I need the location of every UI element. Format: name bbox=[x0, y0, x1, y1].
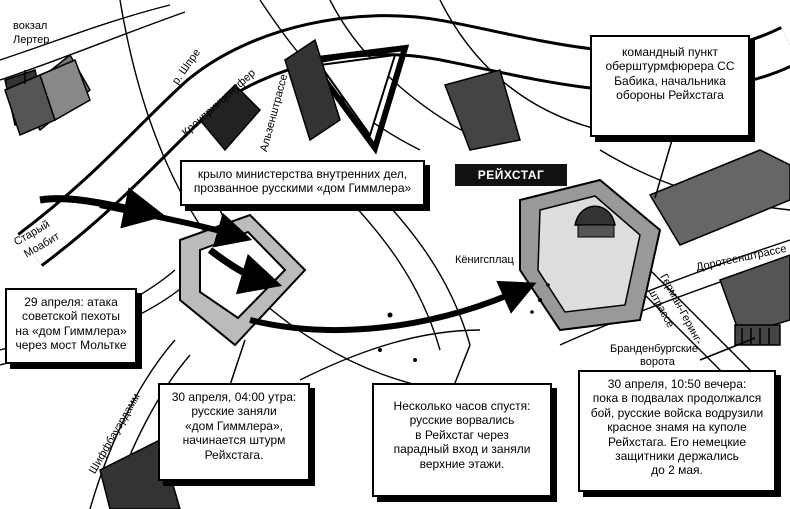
callout-line: обороны Рейхстага bbox=[616, 88, 724, 103]
callout-april-29: 29 апреля: атака советской пехоты на «до… bbox=[5, 288, 137, 364]
callout-line: командный пункт bbox=[622, 45, 718, 59]
callout-line: прозванное русскими «дом Гиммлера» bbox=[193, 181, 412, 196]
callout-line: русские ворвались bbox=[409, 413, 515, 428]
label-konigsplatz: Кёнигсплац bbox=[455, 254, 514, 266]
callout-line: через мост Мольтке bbox=[15, 338, 127, 353]
lehrter-station bbox=[4, 59, 91, 137]
callout-line: в Рейхстаг через bbox=[415, 427, 509, 442]
brandenburg-gate bbox=[734, 324, 781, 346]
callout-line: красное знамя на куполе bbox=[607, 420, 747, 435]
callout-line: русские заняли bbox=[191, 404, 277, 419]
callout-april-30-evening: 30 апреля, 10:50 вечера: пока в подвалах… bbox=[578, 370, 776, 492]
callout-line: до 2 мая. bbox=[651, 463, 703, 478]
callout-line: 30 апреля, 04:00 утра: bbox=[171, 390, 297, 404]
callout-line: начинается штурм bbox=[182, 433, 286, 448]
label-vokzal-1: вокзал bbox=[13, 20, 48, 32]
callout-line: 29 апреля: атака bbox=[24, 295, 118, 309]
callout-line: защитники держались bbox=[615, 448, 739, 463]
callout-april-30-morning: 30 апреля, 04:00 утра: русские заняли «д… bbox=[158, 383, 310, 481]
plaza-marks bbox=[378, 283, 550, 362]
callout-line: оберштурмфюрера СС bbox=[605, 59, 735, 74]
label-brandenburg-2: ворота bbox=[640, 356, 675, 368]
callout-line: пока в подвалах продолжался bbox=[592, 391, 762, 406]
callout-hours-later: Несколько часов спустя: русские ворвалис… bbox=[372, 383, 552, 497]
reichstag-label: РЕЙХСТАГ bbox=[455, 164, 567, 186]
callout-line: «дом Гиммлера», bbox=[185, 418, 283, 433]
callout-pointers bbox=[24, 70, 756, 386]
callout-line: бой, русские войска водрузили bbox=[590, 405, 764, 420]
callout-line: на «дом Гиммлера» bbox=[15, 323, 127, 338]
callout-himmler-wing: крыло министерства внутренних дел, прозв… bbox=[180, 160, 425, 206]
label-brandenburg-1: Бранденбургские bbox=[610, 343, 699, 355]
callout-line: Несколько часов спустя: bbox=[393, 399, 531, 413]
callout-line: Рейхстага. Его немецкие bbox=[607, 434, 747, 449]
callout-line: верхние этажи. bbox=[419, 456, 505, 471]
callout-line: крыло министерства внутренних дел, bbox=[197, 167, 408, 181]
callout-babik: командный пункт оберштурмфюрера СС Бабик… bbox=[590, 35, 750, 137]
callout-line: 30 апреля, 10:50 вечера: bbox=[607, 377, 747, 391]
callout-line: Бабика, начальника bbox=[614, 73, 726, 88]
label-vokzal-2: Лертер bbox=[13, 34, 50, 46]
callout-line: Рейхстага. bbox=[204, 447, 264, 462]
callout-line: парадный вход и заняли bbox=[393, 442, 531, 457]
reichstag-building bbox=[519, 178, 662, 332]
callout-line: советской пехоты bbox=[21, 309, 121, 324]
attack-arrows bbox=[39, 187, 537, 333]
